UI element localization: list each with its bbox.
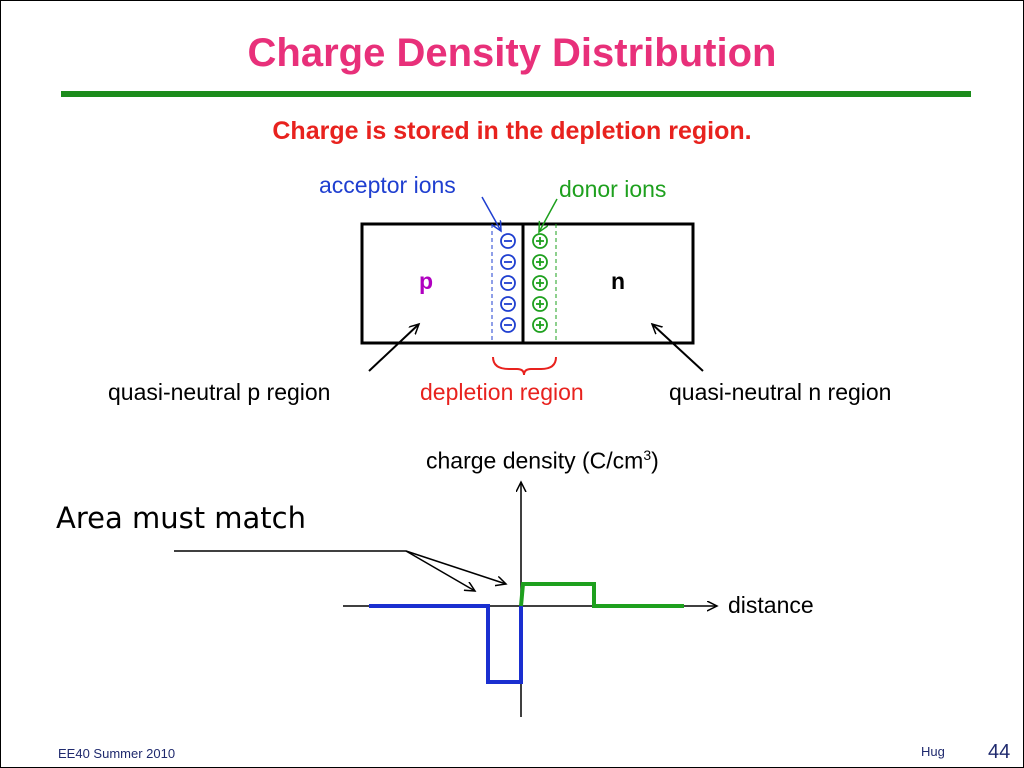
acceptor-ion-column bbox=[500, 233, 516, 333]
acceptor-ions-label: acceptor ions bbox=[319, 172, 456, 198]
donor-ion-symbol bbox=[532, 296, 548, 312]
quasi-neutral-p-label: quasi-neutral p region bbox=[108, 379, 331, 405]
area-must-match-note: Area must match bbox=[56, 501, 306, 535]
acceptor-ion-symbol bbox=[500, 254, 516, 270]
slide-subtitle: Charge is stored in the depletion region… bbox=[272, 117, 752, 145]
quasi-p-pointer-arrow bbox=[368, 324, 419, 372]
donor-ion-symbol bbox=[532, 254, 548, 270]
area-annotation-arrow-lower bbox=[174, 550, 475, 591]
donor-ion-symbol bbox=[532, 233, 548, 249]
donor-ion-column bbox=[532, 233, 548, 333]
donor-pointer-arrow bbox=[539, 198, 558, 232]
footer-course: EE40 Summer 2010 bbox=[58, 746, 176, 761]
slide-title: Charge Density Distribution bbox=[247, 31, 777, 75]
page-number: 44 bbox=[988, 741, 1011, 763]
depletion-region-label: depletion region bbox=[420, 379, 584, 405]
acceptor-ion-symbol bbox=[500, 317, 516, 333]
title-divider bbox=[61, 91, 971, 97]
acceptor-pointer-arrow bbox=[481, 196, 501, 231]
pn-junction-block bbox=[360, 222, 695, 345]
charge-density-axis-label: charge density (C/cm3) bbox=[426, 447, 659, 474]
footer-author: Hug bbox=[921, 744, 945, 759]
n-region-label: n bbox=[611, 268, 626, 294]
acceptor-ion-symbol bbox=[500, 296, 516, 312]
p-region-label: p bbox=[419, 268, 434, 294]
donor-ion-symbol bbox=[532, 317, 548, 333]
quasi-n-pointer-arrow bbox=[652, 324, 704, 372]
area-annotation-arrow-upper bbox=[405, 550, 506, 584]
donor-ions-label: donor ions bbox=[559, 176, 667, 202]
distance-axis-label: distance bbox=[728, 592, 814, 618]
acceptor-ion-symbol bbox=[500, 275, 516, 291]
acceptor-ion-symbol bbox=[500, 233, 516, 249]
positive-charge-trace bbox=[519, 582, 684, 608]
negative-charge-trace bbox=[369, 604, 523, 684]
depletion-region-brace bbox=[492, 356, 557, 376]
quasi-neutral-n-label: quasi-neutral n region bbox=[669, 379, 892, 405]
donor-ion-symbol bbox=[532, 275, 548, 291]
